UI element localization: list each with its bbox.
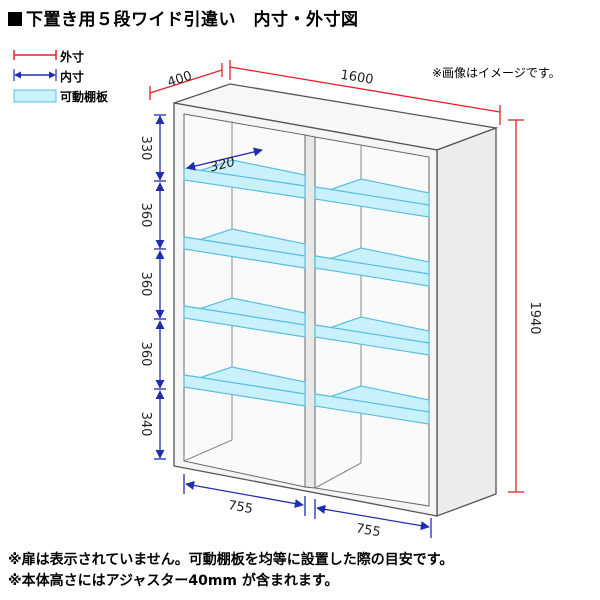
- outer-dimensions: [149, 60, 524, 493]
- shelf-left-4: [183, 366, 306, 407]
- legend: 外寸 内寸 可動棚板: [12, 46, 162, 106]
- title-text: 下置き用５段ワイド引違い 内寸・外寸図: [26, 10, 359, 30]
- shelf-right-3: [314, 316, 430, 356]
- legend-inner-label: 内寸: [60, 70, 85, 84]
- legend-inner: 内寸: [12, 66, 162, 86]
- outer-depth-label: 400: [166, 69, 194, 91]
- shelf-right-1: [314, 178, 430, 218]
- footnote-1: ※扉は表示されていません。可動棚板を均等に設置した際の目安です。: [8, 552, 454, 568]
- shelf-right-2: [314, 247, 430, 287]
- image-note: ※画像はイメージです。: [432, 66, 561, 80]
- center-divider: [304, 134, 316, 489]
- inner-height-2-label: 360: [138, 203, 153, 228]
- inner-height-4-label: 360: [138, 342, 153, 367]
- legend-outer-label: 外寸: [60, 50, 85, 64]
- footnotes: ※扉は表示されていません。可動棚板を均等に設置した際の目安です。 ※本体高さには…: [8, 550, 453, 592]
- inner-width-right-label: 755: [355, 521, 382, 540]
- inner-height-3-label: 360: [138, 272, 153, 297]
- inner-dimensions: [154, 114, 432, 538]
- legend-shelf-label: 可動棚板: [60, 90, 109, 104]
- shelf-left-3: [183, 297, 306, 338]
- inner-height-1-label: 330: [138, 136, 153, 161]
- inner-height-5-label: 340: [138, 412, 153, 437]
- shelf-left-2: [183, 228, 306, 269]
- legend-outer: 外寸: [12, 46, 162, 66]
- right-shelves: [314, 178, 430, 425]
- page-title: 下置き用５段ワイド引違い 内寸・外寸図: [8, 5, 359, 30]
- legend-shelf: 可動棚板: [12, 86, 162, 106]
- inner-depth-label: 320: [209, 155, 237, 176]
- footnote-2: ※本体高さにはアジャスター40mm が含まれます。: [8, 573, 339, 589]
- inner-dimension-line-icon: [13, 69, 57, 81]
- outer-height-label: 1940: [527, 301, 542, 334]
- title-square-icon: [8, 12, 22, 26]
- inner-width-left-label: 755: [227, 498, 254, 517]
- shelf-swatch-icon: [13, 89, 57, 103]
- outer-width-label: 1600: [339, 68, 374, 88]
- outer-dimension-line-icon: [13, 50, 57, 60]
- shelf-right-4: [314, 385, 430, 425]
